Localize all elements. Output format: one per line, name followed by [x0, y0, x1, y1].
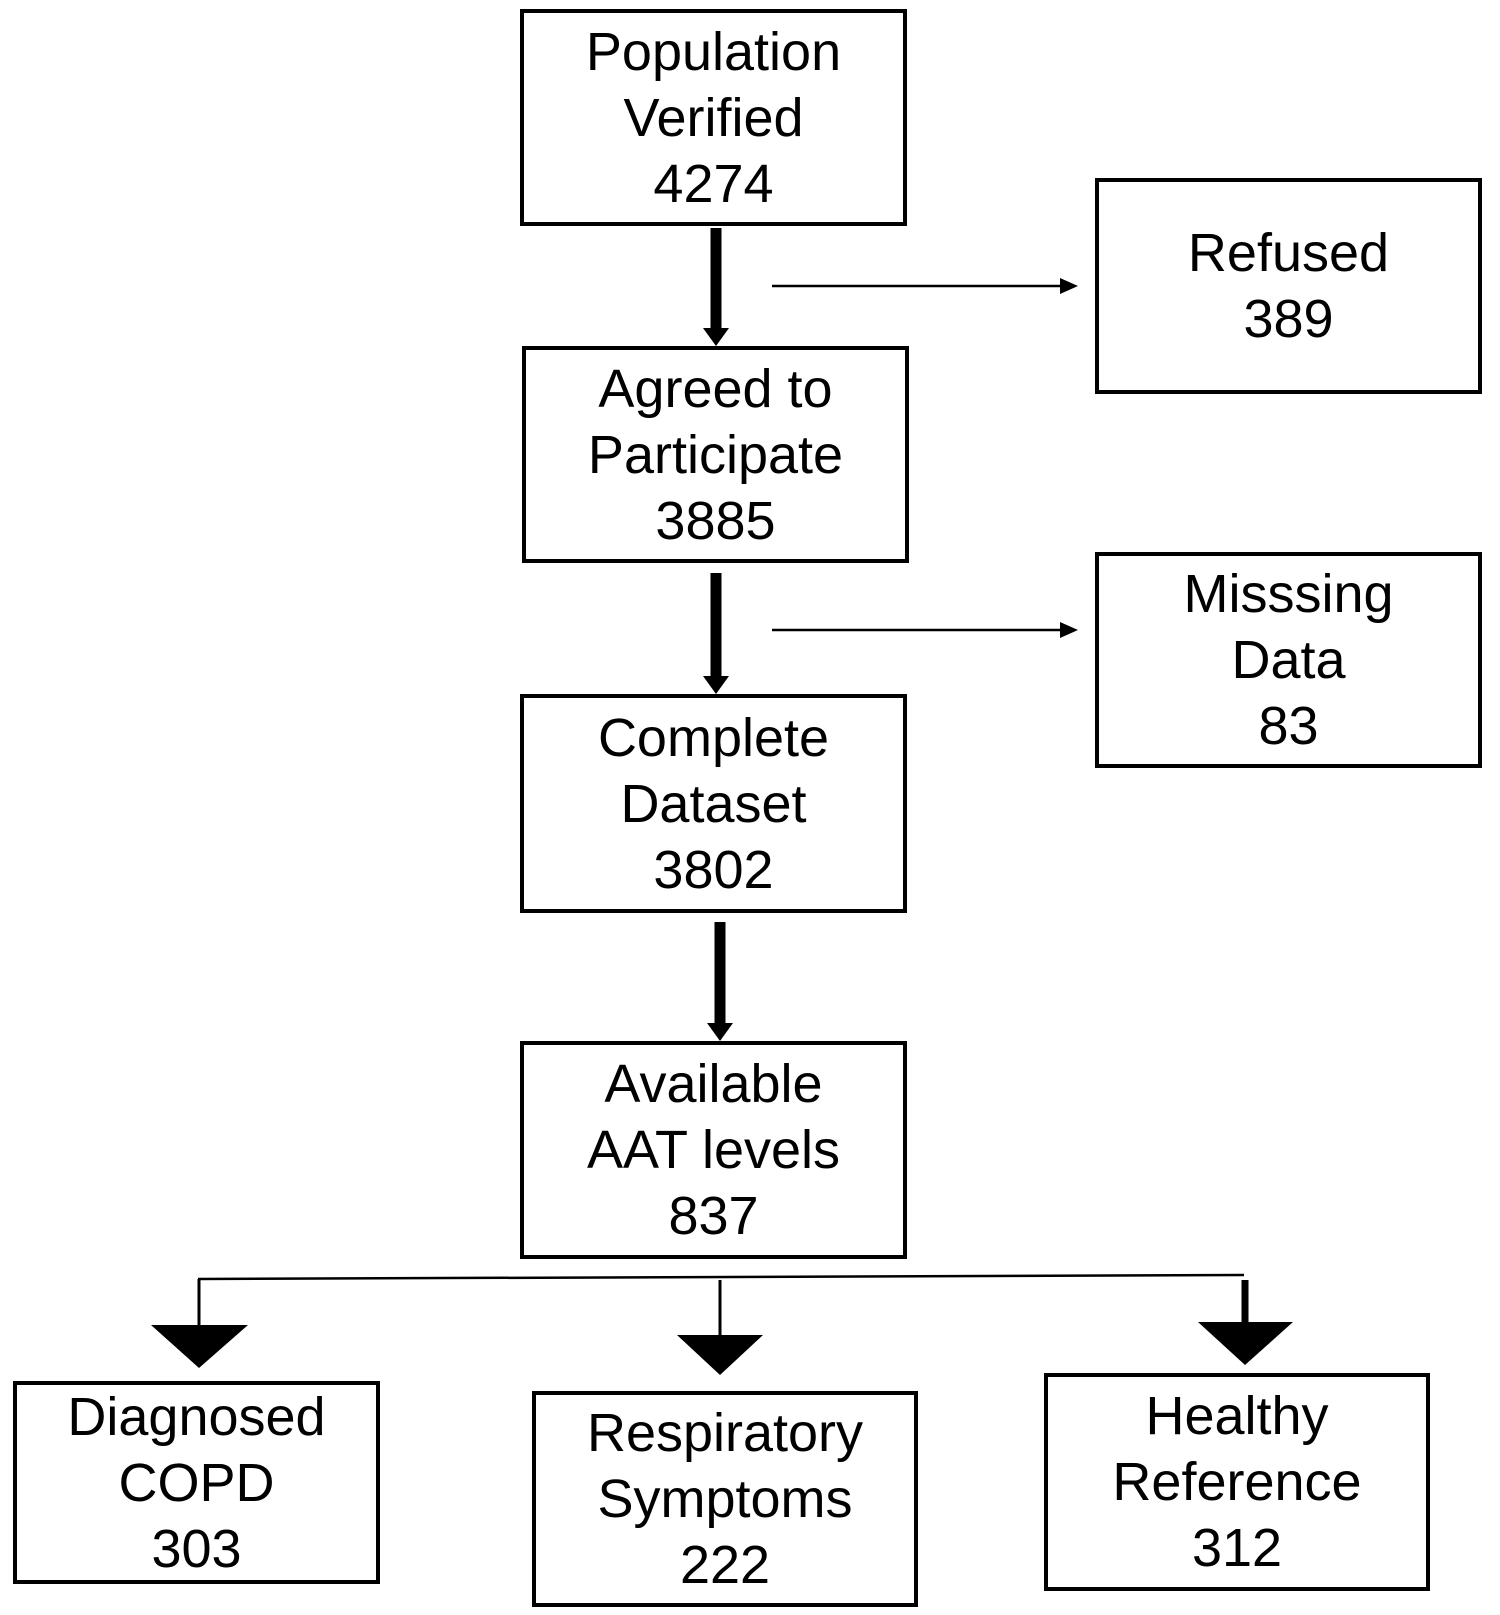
respiratory-label-2: Symptoms [597, 1469, 853, 1529]
population-count: 4274 [653, 153, 774, 214]
arrowhead-complete [703, 676, 729, 694]
refused-label: Refused [1187, 223, 1390, 283]
copd-count: 303 [151, 1518, 242, 1579]
population-label-2: Verified [623, 87, 804, 148]
complete-label-1: Complete [597, 707, 830, 768]
complete-count: 3802 [653, 839, 774, 900]
available-aat-levels-box: Available AAT levels 837 [520, 1041, 907, 1259]
missing-label-1: Misssing [1183, 564, 1394, 624]
diagnosed-copd-box: Diagnosed COPD 303 [13, 1381, 380, 1584]
agreed-label-2: Participate [587, 424, 844, 485]
refused-count: 389 [1243, 289, 1334, 349]
respiratory-count: 222 [679, 1535, 771, 1595]
arrowhead-missing [1060, 622, 1078, 638]
healthy-reference-box: Healthy Reference 312 [1044, 1373, 1430, 1591]
respiratory-symptoms-box: Respiratory Symptoms 222 [532, 1391, 918, 1607]
population-verified-box: Population Verified 4274 [520, 9, 907, 226]
available-label-1: Available [604, 1054, 823, 1114]
arrowhead-refused [1060, 278, 1078, 294]
complete-label-2: Dataset [620, 773, 807, 834]
arrowhead-available [707, 1023, 733, 1041]
healthy-label-1: Healthy [1145, 1386, 1329, 1446]
missing-label-2: Data [1231, 630, 1346, 690]
healthy-count: 312 [1191, 1518, 1283, 1578]
healthy-label-2: Reference [1112, 1452, 1362, 1512]
agreed-count: 3885 [655, 490, 776, 551]
available-count: 837 [668, 1186, 759, 1246]
agreed-label-1: Agreed to [598, 358, 833, 419]
available-label-2: AAT levels [586, 1120, 841, 1180]
copd-label-2: COPD [118, 1452, 275, 1513]
population-label-1: Population [585, 21, 842, 82]
agreed-to-participate-box: Agreed to Participate 3885 [522, 346, 909, 563]
arrowhead-respiratory [677, 1335, 763, 1375]
missing-count: 83 [1258, 696, 1319, 756]
refused-box: Refused 389 [1095, 178, 1482, 394]
respiratory-label-1: Respiratory [586, 1403, 864, 1463]
arrowhead-healthy [1198, 1322, 1293, 1365]
branch-horizontal-line [197, 1273, 1245, 1281]
arrowhead-agreed [703, 328, 729, 346]
arrowhead-copd [151, 1325, 248, 1368]
copd-label-1: Diagnosed [67, 1386, 326, 1447]
missing-data-box: Misssing Data 83 [1095, 552, 1482, 768]
complete-dataset-box: Complete Dataset 3802 [520, 694, 907, 913]
